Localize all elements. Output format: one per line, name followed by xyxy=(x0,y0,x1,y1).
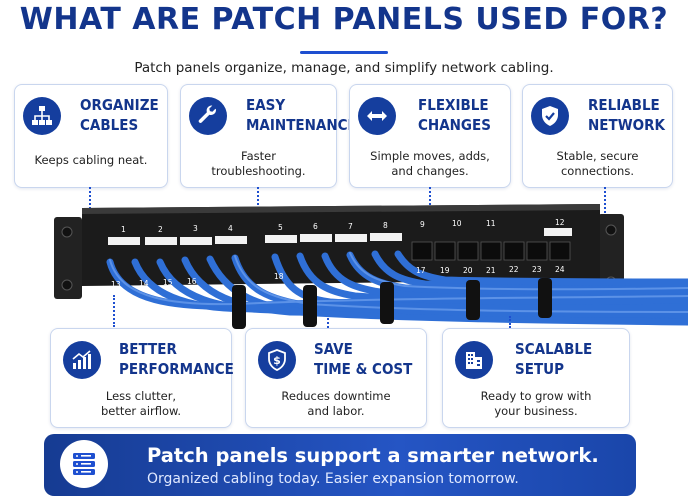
port-number: 20 xyxy=(463,266,473,275)
connector-line xyxy=(89,187,91,217)
port-number: 14 xyxy=(139,279,149,288)
connector-line xyxy=(429,187,431,217)
port-number: 3 xyxy=(193,224,198,233)
port-number: 11 xyxy=(486,219,496,228)
connector-line xyxy=(509,316,511,328)
port-number: 1 xyxy=(121,225,126,234)
port-number: 8 xyxy=(383,221,388,230)
title-underline xyxy=(300,51,388,54)
network-tree-icon xyxy=(23,97,61,135)
port-number: 9 xyxy=(420,220,425,229)
port-number: 13 xyxy=(111,280,121,289)
port-number: 4 xyxy=(228,224,233,233)
shield-check-icon xyxy=(531,97,569,135)
page-subtitle: Patch panels organize, manage, and simpl… xyxy=(134,60,554,76)
svg-text:$: $ xyxy=(273,354,281,367)
page-title: WHAT ARE PATCH PANELS USED FOR? xyxy=(19,2,669,37)
wrench-icon xyxy=(189,97,227,135)
card-description: Less clutter,better airflow. xyxy=(100,389,182,418)
port-number: 17 xyxy=(416,266,426,275)
port-number: 2 xyxy=(158,225,163,234)
port-number: 18 xyxy=(274,272,284,281)
port-number: 19 xyxy=(440,266,450,275)
port-number: 6 xyxy=(313,222,318,231)
port-number: 5 xyxy=(278,223,283,232)
summary-banner: Patch panels support a smarter network. … xyxy=(44,434,636,496)
port-number: 23 xyxy=(532,265,542,274)
port-number: 24 xyxy=(555,265,565,274)
dollar-shield-icon: $ xyxy=(258,341,296,379)
building-icon xyxy=(455,341,493,379)
port-number: 15 xyxy=(163,278,173,287)
connector-line xyxy=(604,187,606,217)
banner-title: Patch panels support a smarter network. xyxy=(147,444,599,467)
double-arrow-icon xyxy=(358,97,396,135)
port-number: 10 xyxy=(452,219,462,228)
connector-line xyxy=(327,318,329,328)
card-description: Simple moves, adds,and changes. xyxy=(370,149,490,178)
port-number: 22 xyxy=(509,265,519,274)
server-rack-icon xyxy=(60,440,108,488)
banner-subtitle: Organized cabling today. Easier expansio… xyxy=(147,471,519,487)
connector-line xyxy=(257,187,259,217)
port-number: 12 xyxy=(555,218,565,227)
chart-up-icon xyxy=(63,341,101,379)
connector-line xyxy=(113,295,115,327)
port-number: 21 xyxy=(486,266,496,275)
port-number: 7 xyxy=(348,222,353,231)
port-number: 16 xyxy=(187,277,197,286)
card-description: Keeps cabling neat. xyxy=(34,153,148,167)
